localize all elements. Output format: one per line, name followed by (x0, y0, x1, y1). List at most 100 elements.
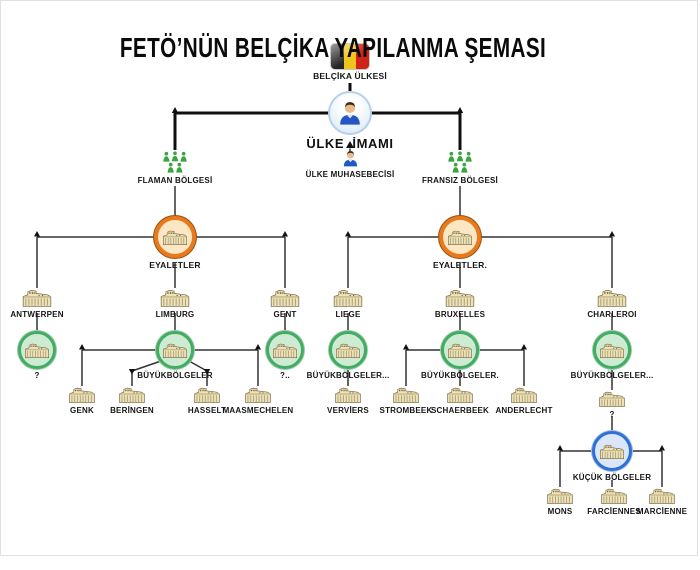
subregion-label: ? (34, 371, 40, 380)
building-icon (595, 288, 629, 308)
node-states-right: EYALETLER. (405, 216, 515, 270)
node-region-fransiz: FRANSIZ BÖLGESİ (405, 151, 515, 185)
building-icon (20, 288, 54, 308)
district-label: STROMBEEK (379, 406, 433, 415)
node-charleroi: CHARLEROI (557, 288, 667, 319)
district-label: GENK (70, 406, 94, 415)
subregion-label: BÜYÜKBÖLGELER... (570, 371, 654, 380)
node-strombeek: STROMBEEK (361, 386, 451, 415)
node-region-flaman: FLAMAN BÖLGESİ (120, 151, 230, 185)
node-sub-gent: ?.. (230, 331, 340, 380)
states-circle (439, 216, 481, 258)
subregion-label: BÜYÜKBÖLGELER... (306, 371, 390, 380)
node-small-regions: KÜÇÜK BÖLGELER (557, 431, 667, 482)
building-icon (445, 386, 475, 404)
building-icon (162, 342, 188, 359)
node-schaerbeek: SCHAERBEEK (415, 386, 505, 415)
building-icon (447, 229, 473, 246)
building-icon (509, 386, 539, 404)
building-icon (331, 288, 365, 308)
belgium-flag-icon (331, 44, 369, 69)
node-mons: MONS (515, 487, 605, 516)
imam-circle (328, 91, 372, 135)
node-anderlecht: ANDERLECHT (479, 386, 569, 415)
node-gent: GENT (230, 288, 340, 319)
district-label: VERVİERS (327, 406, 369, 415)
building-icon (24, 342, 50, 359)
district-label: ? (609, 410, 615, 419)
node-antwerpen: ANTWERPEN (0, 288, 92, 319)
node-verviers: VERVİERS (303, 386, 393, 415)
building-icon (158, 288, 192, 308)
district-label: FARCİENNES (587, 507, 641, 516)
building-icon (597, 390, 627, 408)
people-group-icon (445, 151, 475, 174)
states-label: EYALETLER (149, 260, 201, 270)
node-country-imam: ÜLKE İMAMI (295, 91, 405, 151)
node-maasmechelen: MAASMECHELEN (213, 386, 303, 415)
building-icon (599, 342, 625, 359)
region-label: FRANSIZ BÖLGESİ (422, 176, 498, 185)
node-genk: GENK (37, 386, 127, 415)
subregion-circle (441, 331, 479, 369)
district-label: ANDERLECHT (495, 406, 553, 415)
subregion-label: ?.. (280, 371, 290, 380)
province-label: LIEGE (335, 310, 361, 319)
province-label: CHARLEROI (587, 310, 637, 319)
node-sub-limburg: BÜYÜKBÖLGELER (120, 331, 230, 380)
district-label: MAASMECHELEN (222, 406, 294, 415)
node-marcienne: MARCİENNE (617, 487, 700, 516)
node-limburg: LIMBURG (120, 288, 230, 319)
building-icon (447, 342, 473, 359)
small-regions-circle (592, 431, 632, 471)
states-label: EYALETLER. (432, 260, 488, 270)
person-icon (341, 149, 360, 168)
district-label: SCHAERBEEK (430, 406, 489, 415)
node-farciennes: FARCİENNES (569, 487, 659, 516)
subregion-label: BÜYÜKBÖLGELER (137, 371, 213, 380)
building-icon (335, 342, 361, 359)
node-sub-charleroi: BÜYÜKBÖLGELER... (557, 331, 667, 380)
subregion-label: BÜYÜKBÖLGELER. (421, 371, 499, 380)
country-label: BELÇİKA ÜLKESİ (313, 71, 387, 81)
district-label: MONS (547, 507, 573, 516)
subregion-circle (329, 331, 367, 369)
person-icon (336, 99, 364, 127)
building-icon (333, 386, 363, 404)
building-icon (162, 229, 188, 246)
node-country-accountant: ÜLKE MUHASEBECİSİ (290, 141, 410, 179)
small-regions-label: KÜÇÜK BÖLGELER (572, 473, 652, 482)
node-beringen: BERİNGEN (87, 386, 177, 415)
page-title: FETÖ’NÜN BELÇİKA YAPILANMA ŞEMASI (119, 31, 547, 63)
node-states-left: EYALETLER (120, 216, 230, 270)
building-icon (117, 386, 147, 404)
accountant-label: ÜLKE MUHASEBECİSİ (305, 170, 395, 179)
province-label: ANTWERPEN (10, 310, 64, 319)
node-bruxelles: BRUXELLES (405, 288, 515, 319)
subregion-circle (18, 331, 56, 369)
building-icon (647, 487, 677, 505)
building-icon (599, 443, 625, 460)
province-label: GENT (273, 310, 297, 319)
node-hasselt: HASSELT (162, 386, 252, 415)
people-group-icon (160, 151, 190, 174)
district-label: HASSELT (187, 406, 227, 415)
subregion-circle (156, 331, 194, 369)
node-belgium-country: BELÇİKA ÜLKESİ (295, 44, 405, 81)
province-label: LIMBURG (155, 310, 195, 319)
district-label: BERİNGEN (110, 406, 154, 415)
states-circle (154, 216, 196, 258)
node-liege: LIEGE (293, 288, 403, 319)
district-label: MARCİENNE (636, 507, 688, 516)
node-sub-bruxelles: BÜYÜKBÖLGELER. (405, 331, 515, 380)
up-arrow-icon (346, 141, 354, 148)
subregion-circle (593, 331, 631, 369)
province-label: BRUXELLES (434, 310, 486, 319)
node-sub-liege: BÜYÜKBÖLGELER... (293, 331, 403, 380)
building-icon (243, 386, 273, 404)
subregion-circle (266, 331, 304, 369)
node-sub-antwerpen: ? (0, 331, 92, 380)
region-label: FLAMAN BÖLGESİ (137, 176, 213, 185)
